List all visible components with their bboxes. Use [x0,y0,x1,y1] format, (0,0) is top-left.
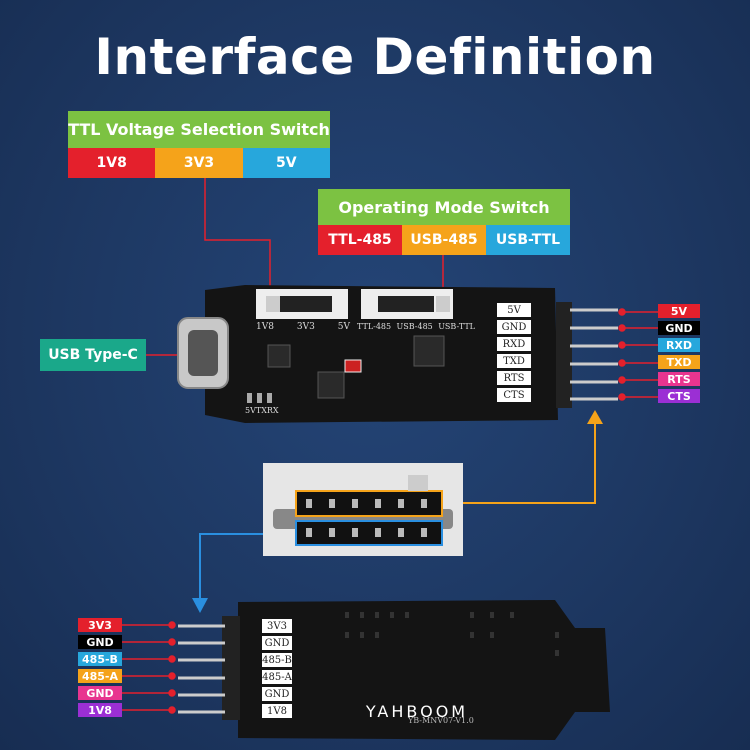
right-pin-labels: 5V GND RXD TXD RTS CTS [658,304,700,403]
pinbox-gnd-2: GND [262,687,292,701]
pinbox-txd: TXD [497,354,531,368]
mode-option-ttl-485: TTL-485 [318,225,402,255]
chip [267,344,291,368]
pin-label-485-b: 485-B [78,652,122,666]
top-pin-boxes: 5V GND RXD TXD RTS CTS [497,303,531,402]
mode-option-usb-ttl: USB-TTL [486,225,570,255]
silk-3v3: 3V3 [296,322,315,332]
ttl-silkscreen: 1V8 3V3 5V [256,322,350,332]
brand-logo: YAHBOOM [365,702,469,721]
orange-arrowhead [587,410,603,424]
pinbox-1v8: 1V8 [262,704,292,718]
left-pin-leaders [122,621,176,714]
pinbox-3v3: 3V3 [262,619,292,633]
bottom-board-pcb [238,600,610,740]
pin-label-gnd: GND [658,321,700,335]
pinbox-rxd: RXD [497,337,531,351]
pin-label-1v8: 1V8 [78,703,122,717]
model-number: YB-MNV07-V1.0 [408,716,474,725]
silk-ttl-485: TTL-485 [357,322,392,331]
pin-label-3v3: 3V3 [78,618,122,632]
ttl-switch-options: 1V8 3V3 5V [68,148,330,178]
pinbox-5v: 5V [497,303,531,317]
ttl-option-5v: 5V [242,148,330,178]
pin-header-block [222,616,240,720]
ttl-option-3v3: 3V3 [155,148,243,178]
mode-switch-slider [378,296,434,312]
ttl-option-1v8: 1V8 [68,148,156,178]
ttl-switch-slider [276,296,332,312]
silk-5v: 5V [337,322,350,332]
silk-usb-ttl: USB-TTL [438,322,475,331]
mode-switch-knob [436,296,450,312]
mode-silkscreen: TTL-485 USB-485 USB-TTL [357,322,475,331]
pinbox-cts: CTS [497,388,531,402]
pin-label-rxd: RXD [658,338,700,352]
left-pin-labels: 3V3 GND 485-B 485-A GND 1V8 [78,618,122,717]
top-board [177,285,618,423]
blue-arrowhead [192,598,208,613]
pin-label-cts: CTS [658,389,700,403]
pinbox-485-b: 485-B [262,653,292,667]
pin-label-485-a: 485-A [78,669,122,683]
right-pin-leaders [618,308,658,401]
mode-switch-header: Operating Mode Switch [318,189,570,225]
pin-label-rts: RTS [658,372,700,386]
bottom-pin-boxes: 3V3 GND 485-B 485-A GND 1V8 [262,619,292,718]
led-silkscreen: 5VTXRX [245,406,279,415]
bottom-board [178,600,610,740]
pinbox-485-a: 485-A [262,670,292,684]
mode-option-usb-485: USB-485 [402,225,486,255]
usb-type-c-label: USB Type-C [40,339,146,371]
ttl-switch-leader [204,178,271,290]
chip [317,371,345,399]
mode-switch-options: TTL-485 USB-485 USB-TTL [318,225,570,255]
pinbox-rts: RTS [497,371,531,385]
pin-label-txd: TXD [658,355,700,369]
pin-label-gnd-2: GND [78,686,122,700]
connector-photo [263,463,463,556]
pin-label-5v: 5V [658,304,700,318]
orange-arrow [440,422,596,504]
ttl-switch-knob [266,296,280,312]
connector-photo-graphic [273,475,453,546]
usb-c-opening [188,330,218,376]
led [247,393,252,403]
page-title: Interface Definition [94,28,656,86]
red-component [344,359,362,373]
pinbox-gnd: GND [262,636,292,650]
silk-usb-485: USB-485 [396,322,433,331]
pinbox-gnd: GND [497,320,531,334]
led [267,393,272,403]
pin-label-gnd: GND [78,635,122,649]
pin-header-block [556,302,572,408]
led [257,393,262,403]
top-board-pcb [205,285,558,423]
chip [413,335,445,367]
silk-1v8: 1V8 [256,322,274,332]
ttl-switch-header: TTL Voltage Selection Switch [68,111,330,148]
